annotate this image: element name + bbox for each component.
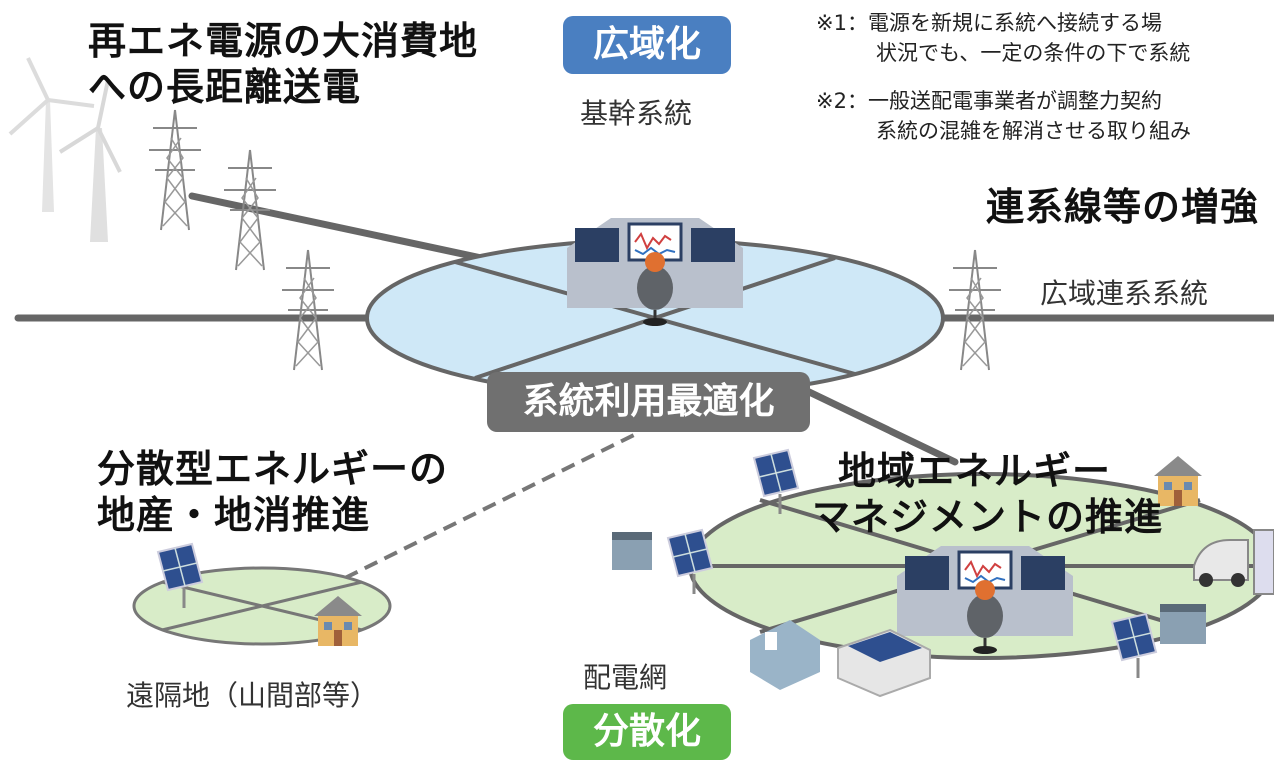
label-wide-interconnect: 広域連系系統 [1040,277,1209,310]
note1-line2: 状況でも、一定の条件の下で系統 [876,41,1191,65]
optimization-label: 系統利用最適化 [522,381,775,422]
optimization-badge [487,372,810,432]
wind-turbine-icon [8,57,122,242]
heading-long-distance-line1: 再エネ電源の大消費地 [88,19,479,63]
power-plant-icon [750,620,820,690]
note2-line2: 系統の混雑を解消させる取り組み [876,119,1191,143]
label-backbone: 基幹系統 [580,97,693,130]
wide-area-label: 広域化 [592,24,701,65]
heading-distributed-line2: 地産・地消推進 [97,493,371,537]
heading-long-distance-line2: への長距離送電 [88,65,362,109]
building-solar-icon [837,628,931,698]
battery-icon [612,532,1206,644]
remote-link-line [344,430,641,580]
heading-interconnect: 連系線等の増強 [986,185,1260,229]
note1-line1: ※1：電源を新規に系統へ接続する場 [816,11,1162,35]
electric-vehicle-icon [1193,529,1274,595]
note2-line1: ※2：一般送配電事業者が調整力契約 [816,89,1162,113]
decentralization-badge [563,704,731,760]
label-remote: 遠隔地（山間部等） [126,679,379,712]
heading-distributed-line1: 分散型エネルギーの [97,447,449,491]
wide-area-badge [563,16,731,74]
heading-regional-line1: 地域エネルギー [838,449,1112,493]
label-distribution-grid: 配電網 [583,661,668,694]
notes-block: ※1：電源を新規に系統へ接続する場 状況でも、一定の条件の下で系統 ※2：一般送… [816,8,1274,168]
heading-regional-line2: マネジメントの推進 [812,495,1164,539]
decentralization-label: 分散化 [592,711,701,752]
